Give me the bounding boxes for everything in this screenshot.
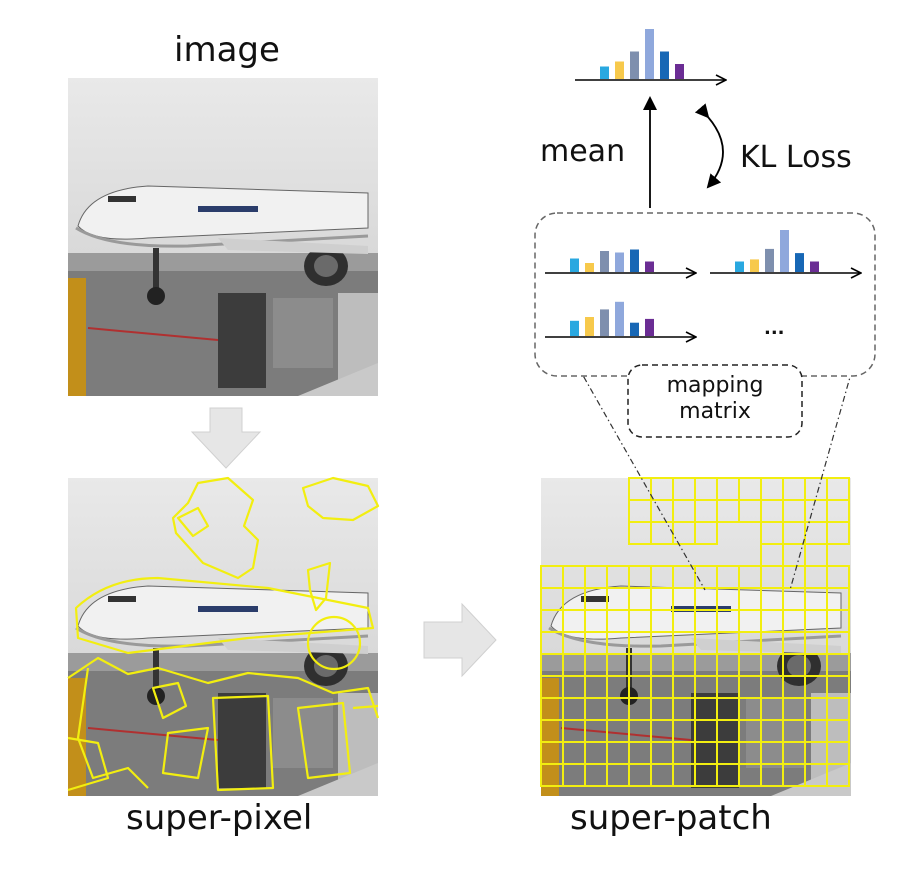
image-label: image xyxy=(174,30,280,70)
mapping-matrix-box xyxy=(627,364,803,438)
cluster_2-bar-2 xyxy=(750,259,759,272)
cluster_3-bar-2 xyxy=(585,317,594,336)
cluster_1-bar-5 xyxy=(630,249,639,272)
top_mean-bar-4 xyxy=(645,29,654,79)
cluster_1-bar-1 xyxy=(570,258,579,272)
cluster_3-bar-5 xyxy=(630,322,639,336)
kl-loss-label: KL Loss xyxy=(740,140,852,175)
projection-line-right xyxy=(789,369,853,591)
mapping-label-line1: mapping xyxy=(666,373,764,398)
super-patch-image xyxy=(539,476,853,798)
top_mean-bar-1 xyxy=(600,66,609,79)
top_mean-bar-6 xyxy=(675,64,684,79)
super-patch-cell xyxy=(694,521,718,545)
super-pixel-image xyxy=(66,476,380,798)
cluster_3-bar-1 xyxy=(570,320,579,336)
top_mean-bar-2 xyxy=(615,61,624,79)
top_mean-bar-5 xyxy=(660,51,669,79)
cluster_2-bar-6 xyxy=(810,261,819,272)
cluster_1-bar-2 xyxy=(585,263,594,272)
ellipsis-label: ... xyxy=(764,318,785,339)
cluster_2-bar-4 xyxy=(780,230,789,272)
super-patch-cell xyxy=(826,763,850,787)
mean-label: mean xyxy=(540,134,626,169)
super-patch-cell xyxy=(804,543,828,567)
histogram-group-box xyxy=(534,212,876,377)
mapping-label-line2: matrix xyxy=(679,399,751,424)
super-patch-label: super-patch xyxy=(570,798,772,838)
cluster_2-bar-5 xyxy=(795,253,804,272)
down-arrow-icon xyxy=(190,407,262,469)
cluster_1-bar-6 xyxy=(645,261,654,272)
cluster_2-bar-3 xyxy=(765,248,774,272)
mapping-matrix-label: mapping matrix xyxy=(630,373,800,425)
super-patch-cell xyxy=(826,521,850,545)
cluster_3-bar-6 xyxy=(645,318,654,336)
cluster_2-bar-1 xyxy=(735,261,744,272)
super-pixel-label: super-pixel xyxy=(126,798,313,838)
original-image xyxy=(66,76,380,398)
cluster_3-bar-3 xyxy=(600,309,609,336)
kl-loss-arrow xyxy=(694,103,724,189)
cluster_1-bar-4 xyxy=(615,252,624,272)
projection-line-left xyxy=(576,364,706,591)
top_mean-bar-3 xyxy=(630,51,639,79)
cluster_1-bar-3 xyxy=(600,251,609,272)
cluster_3-bar-4 xyxy=(615,301,624,336)
right-arrow-icon xyxy=(423,602,497,678)
